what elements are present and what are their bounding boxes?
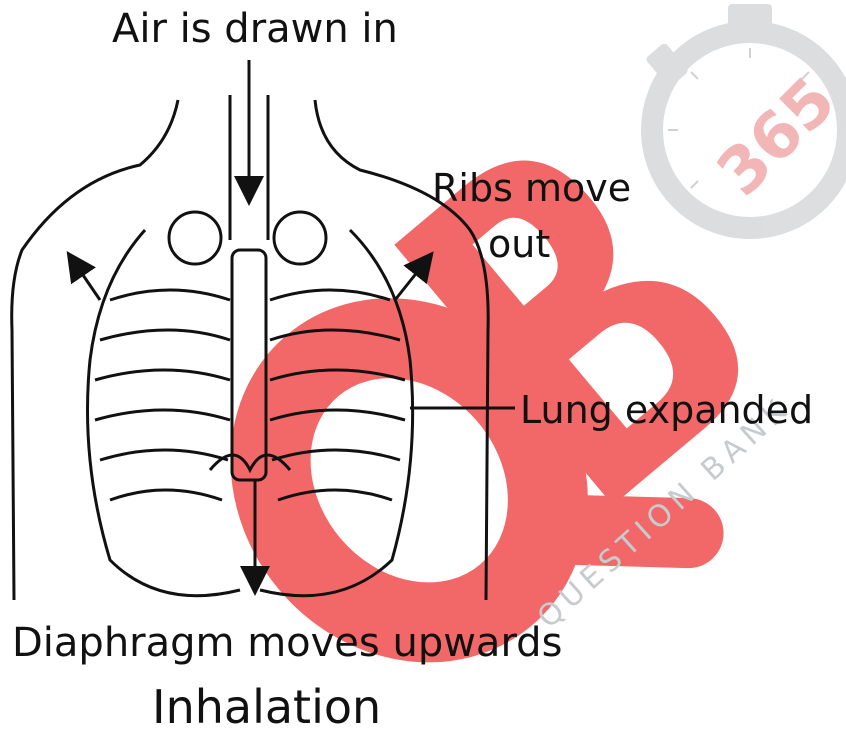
label-diaphragm: Diaphragm moves upwards [12,620,562,666]
ribs-out-arrow-left [70,256,100,300]
label-lung-expanded: Lung expanded [520,388,813,432]
label-ribs-out: out [488,222,550,266]
label-ribs-move: Ribs move [432,166,631,210]
label-air-drawn-in: Air is drawn in [112,6,398,52]
diagram-caption: Inhalation [152,680,381,734]
